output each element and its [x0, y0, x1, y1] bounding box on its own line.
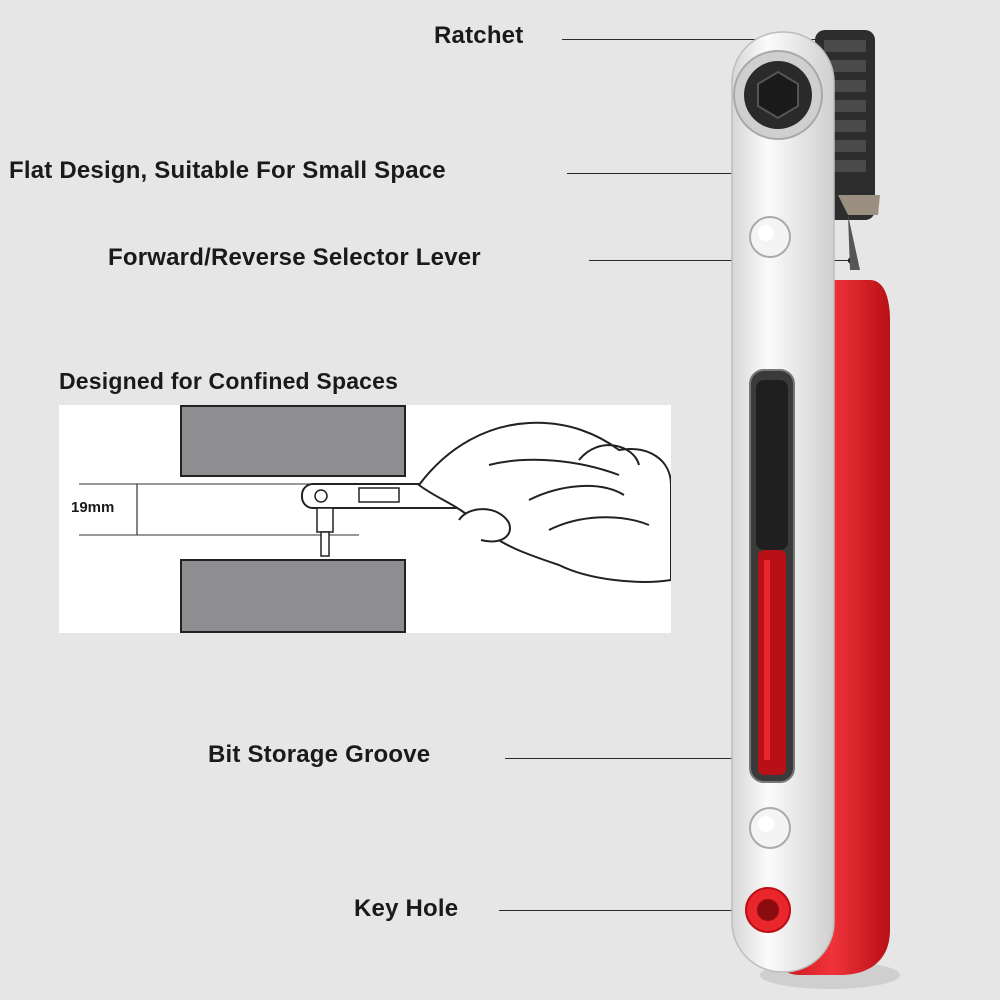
- leader-selector-lever: [589, 260, 851, 261]
- leader-key-hole: [499, 910, 769, 911]
- label-bit-storage: Bit Storage Groove: [208, 741, 431, 768]
- lower-obstacle-block: [180, 559, 406, 633]
- label-flat-design: Flat Design, Suitable For Small Space: [9, 157, 446, 184]
- leader-ratchet: [562, 39, 820, 40]
- tool-in-gap-illustration: [79, 421, 671, 583]
- confined-space-diagram: 19mm: [59, 405, 671, 633]
- label-key-hole: Key Hole: [354, 895, 459, 922]
- dimension-label: 19mm: [71, 499, 115, 516]
- leader-bit-storage: [505, 758, 771, 759]
- label-selector-lever: Forward/Reverse Selector Lever: [108, 244, 481, 271]
- upper-obstacle-block: [180, 405, 406, 477]
- leader-flat-design: [567, 173, 823, 174]
- inset-title: Designed for Confined Spaces: [59, 368, 399, 394]
- label-ratchet: Ratchet: [434, 22, 524, 49]
- ratchet-wrench-illustration: [731, 30, 900, 989]
